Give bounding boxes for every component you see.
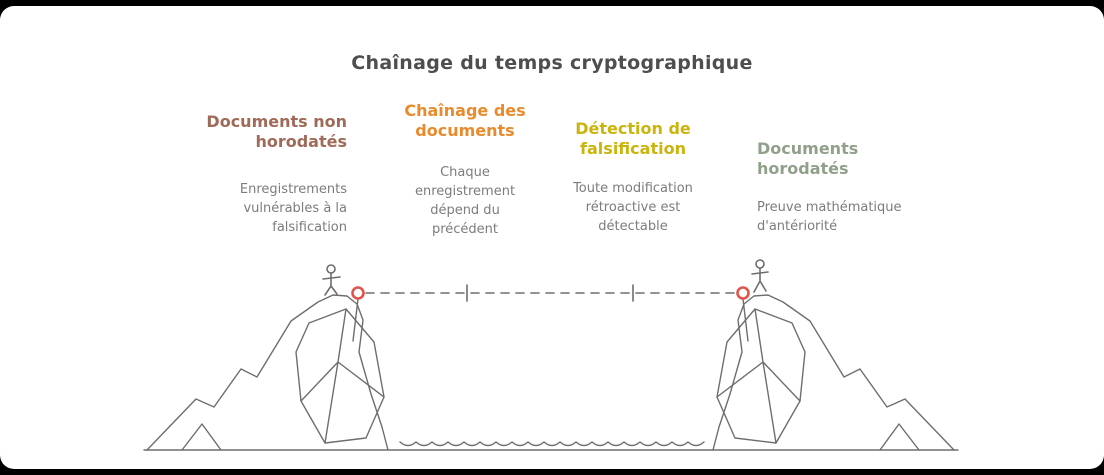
- description-line: détectable: [598, 219, 668, 234]
- right-boulder-facets: [716, 308, 801, 444]
- left-small-rock-icon: [181, 423, 222, 451]
- right-anchor-line: [742, 298, 749, 342]
- water-waves-icon: [399, 441, 705, 447]
- left-cliff-icon: [146, 294, 389, 451]
- column-heading: Chaînage des documents: [381, 101, 549, 141]
- description-line: Preuve mathématique: [757, 200, 902, 215]
- description-line: enregistrement: [414, 184, 516, 199]
- heading-line: horodatés: [255, 132, 347, 151]
- column-heading: Détection de falsification: [539, 119, 727, 159]
- left-anchor-line: [352, 298, 359, 342]
- heading-line: Détection de: [575, 119, 691, 138]
- column-description: Chaque enregistrement dépend du précéden…: [381, 163, 549, 239]
- heading-line: documents: [415, 121, 515, 140]
- description-line: Toute modification: [573, 181, 693, 196]
- right-cliff-icon: [712, 294, 955, 451]
- left-anchor-ring-icon: [351, 286, 365, 300]
- column-detection-de-falsification: Détection de falsification Toute modific…: [539, 119, 727, 236]
- column-documents-horodates: Documents horodatés Preuve mathématique …: [757, 139, 952, 236]
- description-line: vulnérables à la: [243, 201, 347, 216]
- right-boulder-icon: [716, 308, 806, 444]
- description-line: falsification: [272, 220, 347, 235]
- heading-line: Documents: [757, 139, 859, 158]
- page-background: [0, 6, 1104, 469]
- left-climber-icon: [322, 264, 341, 296]
- description-line: rétroactive est: [585, 200, 681, 215]
- left-boulder-facets: [300, 308, 385, 444]
- heading-line: Documents non: [206, 112, 347, 131]
- column-chainage-des-documents: Chaînage des documents Chaque enregistre…: [381, 101, 549, 239]
- description-line: Enregistrements: [239, 182, 347, 197]
- right-anchor-ring-icon: [736, 286, 750, 300]
- right-small-rock-icon: [879, 423, 920, 451]
- column-documents-non-horodates: Documents non horodatés Enregistrements …: [163, 112, 347, 237]
- description-line: Chaque: [440, 165, 490, 180]
- left-boulder-icon: [295, 308, 385, 444]
- column-heading: Documents non horodatés: [163, 112, 347, 152]
- column-description: Enregistrements vulnérables à la falsifi…: [163, 180, 347, 237]
- description-line: d'antériorité: [757, 219, 838, 234]
- heading-line: Chaînage des: [404, 101, 526, 120]
- column-description: Preuve mathématique d'antériorité: [757, 198, 952, 236]
- description-line: précédent: [431, 222, 499, 237]
- description-line: dépend du: [430, 203, 500, 218]
- column-heading: Documents horodatés: [757, 139, 952, 179]
- page-title: Chaînage du temps cryptographique: [351, 52, 753, 74]
- column-description: Toute modification rétroactive est détec…: [539, 179, 727, 236]
- heading-line: horodatés: [757, 159, 849, 178]
- right-climber-icon: [751, 259, 769, 293]
- heading-line: falsification: [580, 139, 686, 158]
